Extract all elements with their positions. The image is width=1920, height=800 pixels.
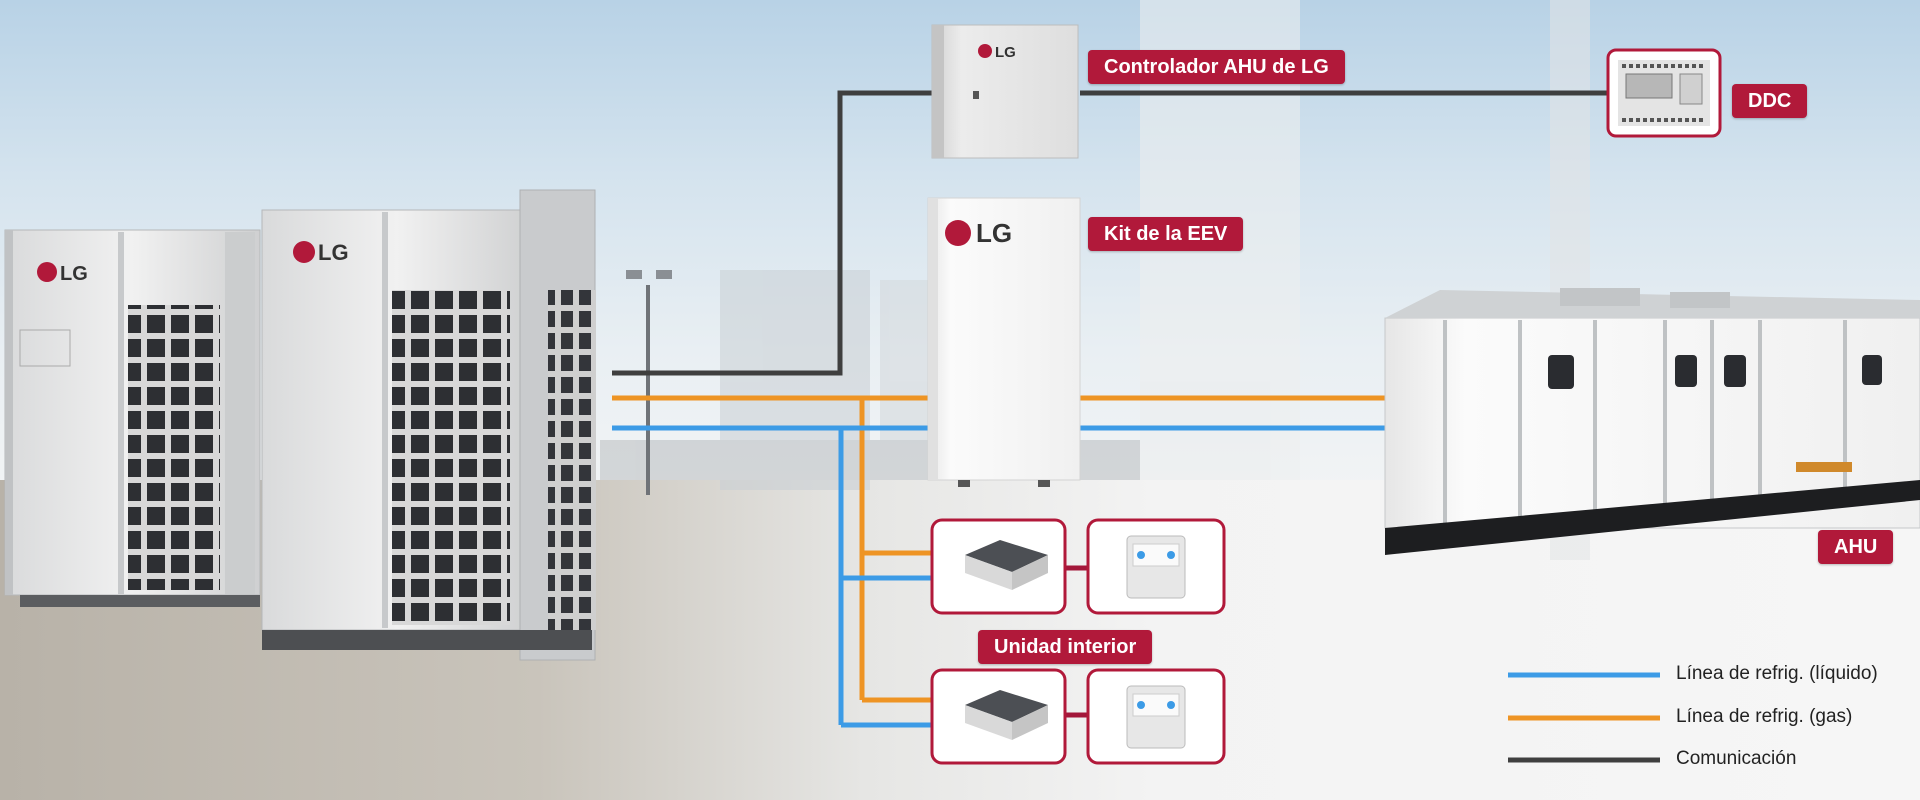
- ddc-device: [1606, 48, 1722, 138]
- label-ahu-controller: Controlador AHU de LG: [1088, 50, 1345, 84]
- outdoor-logo-left: LG: [60, 263, 88, 285]
- indoor-cassette-1: [930, 518, 1067, 615]
- wall-controller-1: [1086, 518, 1226, 615]
- eev-kit-box: LG: [927, 197, 1081, 487]
- wall-controller-2: [1086, 668, 1226, 765]
- outdoor-unit-right: [261, 189, 596, 661]
- communication-lines: [612, 90, 1608, 376]
- label-ddc: DDC: [1732, 84, 1808, 118]
- eev-logo: LG: [976, 218, 1012, 248]
- ahu-unit: [1384, 288, 1920, 555]
- label-eev-kit: Kit de la EEV: [1088, 217, 1244, 251]
- gas-lines: [612, 395, 1385, 703]
- label-indoor-unit: Unidad interior: [978, 630, 1153, 664]
- outdoor-unit-logos: LG LG: [37, 240, 349, 285]
- controller-logo: LG: [995, 44, 1016, 61]
- light-pole: [626, 270, 672, 495]
- legend-gas-label: Línea de refrig. (gas): [1676, 706, 1853, 727]
- legend-swatches: [1508, 672, 1660, 763]
- indoor-cassette-2: [930, 668, 1067, 765]
- label-ahu: AHU: [1818, 530, 1894, 564]
- legend-communication-label: Comunicación: [1676, 748, 1797, 769]
- legend-liquid-label: Línea de refrig. (líquido): [1676, 663, 1878, 684]
- outdoor-unit-left: [4, 229, 261, 607]
- controller-links: [1065, 565, 1088, 718]
- outdoor-logo-right: LG: [318, 240, 349, 265]
- liquid-lines: [612, 425, 1385, 728]
- ahu-controller-box: LG: [931, 24, 1079, 159]
